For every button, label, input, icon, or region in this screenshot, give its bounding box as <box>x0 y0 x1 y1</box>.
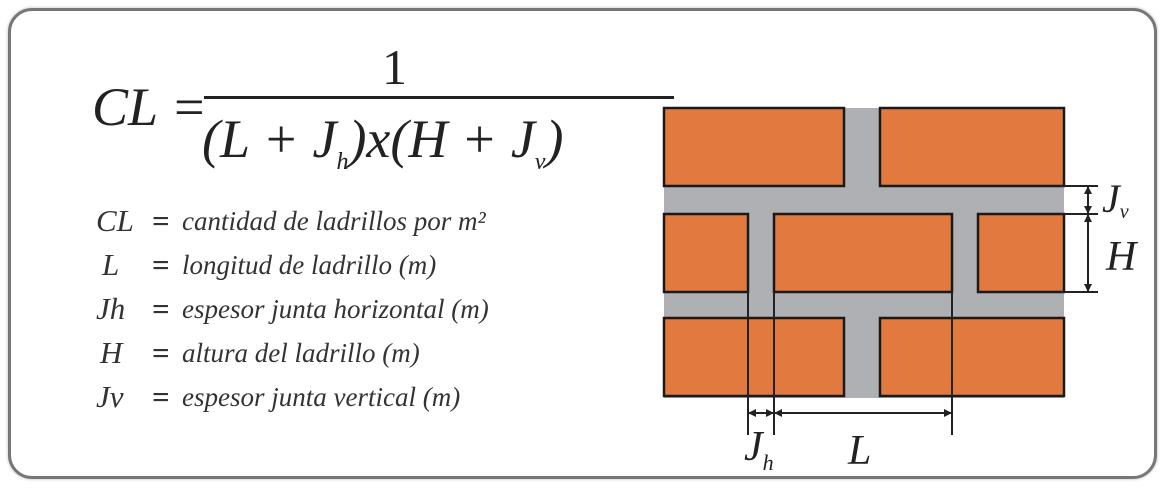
brick-wall-diagram: Jv H Jh L <box>662 106 1139 475</box>
fraction-bar <box>204 96 674 99</box>
jv-label-sub: v <box>1120 201 1129 223</box>
arrowhead <box>944 409 952 417</box>
denominator-sub-h: h <box>336 148 349 175</box>
arrowhead <box>1084 206 1092 214</box>
l-label: L <box>847 428 871 474</box>
jv-label-main: J <box>1102 176 1122 221</box>
arrowhead <box>774 409 782 417</box>
legend-equals: = <box>152 203 170 238</box>
legend-equals: = <box>152 335 170 370</box>
jh-label-sub: h <box>763 450 774 475</box>
legend-symbol: Jh <box>96 291 126 326</box>
arrowhead <box>1084 214 1092 222</box>
legend-equals: = <box>152 247 170 282</box>
legend-definition: altura del ladrillo (m) <box>182 338 420 368</box>
formula-denominator: (L + Jh)x(H + Jv) <box>202 108 563 176</box>
legend-symbol: L <box>102 247 120 282</box>
jv-label: Jv <box>1102 176 1129 223</box>
arrowhead <box>766 409 774 417</box>
legend-definition: longitud de ladrillo (m) <box>182 250 437 280</box>
brick <box>662 316 846 398</box>
legend-symbol: H <box>100 335 123 370</box>
denominator-prefix: (L + J <box>202 109 337 169</box>
brick <box>662 106 846 188</box>
legend-symbol: CL <box>96 203 134 238</box>
legend-equals: = <box>152 291 170 326</box>
denominator-mid: )x(H + J <box>348 109 535 169</box>
jh-label: Jh <box>744 424 774 475</box>
legend-definition: espesor junta vertical (m) <box>182 382 461 412</box>
brick <box>878 106 1066 188</box>
legend-equals: = <box>152 379 170 414</box>
legend-definition: espesor junta horizontal (m) <box>182 294 489 324</box>
brick <box>662 212 750 294</box>
legend-symbol: Jv <box>96 379 124 414</box>
h-label: H <box>1105 234 1139 280</box>
legend-definition: cantidad de ladrillos por m² <box>182 206 486 236</box>
arrowhead <box>748 409 756 417</box>
arrowhead <box>1084 284 1092 292</box>
jh-label-main: J <box>744 424 765 470</box>
arrowhead <box>1084 186 1092 194</box>
brick <box>976 212 1066 294</box>
denominator-suffix: ) <box>545 109 564 169</box>
brick <box>772 212 954 294</box>
denominator-sub-v: v <box>534 148 546 175</box>
formula-numerator: 1 <box>382 39 407 95</box>
brick <box>878 316 1066 398</box>
formula-lhs: CL = <box>92 77 208 137</box>
